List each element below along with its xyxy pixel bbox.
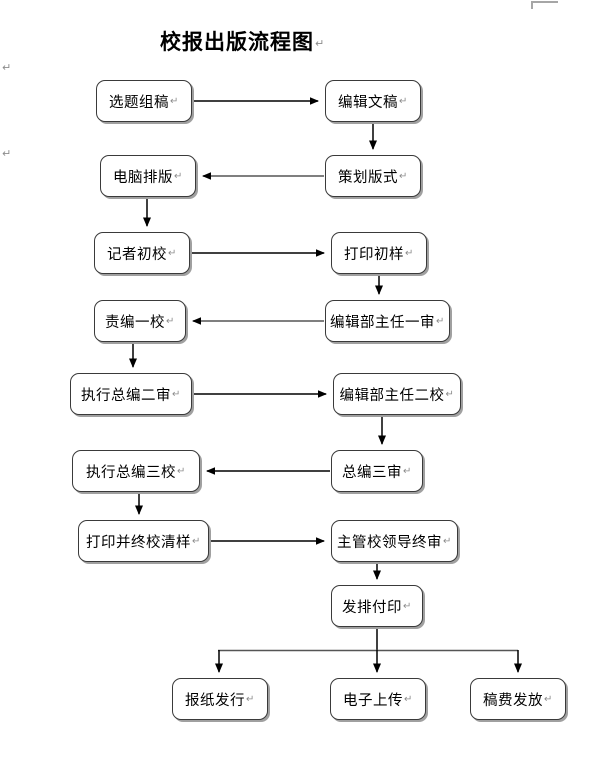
node-return-mark: ↵ [166, 315, 175, 327]
page-title: 校报出版流程图↵ [160, 26, 325, 56]
node-baozhi-faxing[interactable]: 报纸发行↵ [172, 678, 268, 720]
node-return-mark: ↵ [192, 535, 201, 547]
node-zhixing-zongbian-sanjiao[interactable]: 执行总编三校↵ [72, 450, 200, 492]
node-label: 总编三审 [342, 464, 403, 481]
node-return-mark: ↵ [172, 388, 181, 400]
node-jizhe-chujiao[interactable]: 记者初校↵ [94, 232, 190, 274]
node-label: 电脑排版 [113, 169, 174, 186]
margin-pilcrow-2: ↵ [2, 147, 12, 160]
node-label: 发排付印 [342, 599, 403, 616]
node-zhuguan-xiaolingdao-zhongshen[interactable]: 主管校领导终审↵ [331, 520, 458, 562]
node-label: 执行总编二审 [81, 387, 172, 404]
node-label: 报纸发行 [185, 692, 246, 709]
node-xuanti-zugao[interactable]: 选题组稿↵ [96, 80, 192, 122]
node-return-mark: ↵ [399, 95, 408, 107]
node-zebian-yijiao[interactable]: 责编一校↵ [94, 300, 186, 342]
node-dianzi-shangchuan[interactable]: 电子上传↵ [330, 678, 426, 720]
node-label: 责编一校 [105, 314, 166, 331]
node-return-mark: ↵ [174, 170, 183, 182]
node-cehua-banshi[interactable]: 策划版式↵ [325, 155, 421, 197]
node-dayin-bing-zhongjiao-qingyang[interactable]: 打印并终校清样↵ [78, 520, 209, 562]
page-corner-mark [531, 1, 558, 9]
node-return-mark: ↵ [403, 465, 412, 477]
node-bianjibu-zhuren-yishen[interactable]: 编辑部主任一审↵ [325, 300, 450, 342]
node-label: 电子上传 [343, 692, 404, 709]
node-return-mark: ↵ [404, 693, 413, 705]
node-zongbian-sanshen[interactable]: 总编三审↵ [331, 450, 423, 492]
node-return-mark: ↵ [399, 170, 408, 182]
node-return-mark: ↵ [436, 315, 445, 327]
node-return-mark: ↵ [544, 693, 553, 705]
node-label: 执行总编三校 [86, 464, 177, 481]
node-label: 编辑部主任一审 [330, 314, 436, 331]
node-label: 稿费发放 [483, 692, 544, 709]
page-title-text: 校报出版流程图 [160, 29, 314, 54]
node-bianji-wengao[interactable]: 编辑文稿↵ [325, 80, 421, 122]
node-label: 策划版式 [338, 169, 399, 186]
node-return-mark: ↵ [405, 247, 414, 259]
node-label: 编辑部主任二校 [339, 387, 445, 404]
node-return-mark: ↵ [170, 95, 179, 107]
node-label: 打印并终校清样 [86, 534, 192, 551]
node-return-mark: ↵ [168, 247, 177, 259]
node-return-mark: ↵ [445, 388, 455, 400]
node-return-mark: ↵ [246, 693, 255, 705]
node-label: 打印初样 [344, 246, 405, 263]
node-label: 主管校领导终审 [337, 534, 443, 551]
node-gaofei-fafang[interactable]: 稿费发放↵ [470, 678, 566, 720]
node-return-mark: ↵ [443, 535, 452, 547]
node-dayin-chuyang[interactable]: 打印初样↵ [331, 232, 427, 274]
node-bianjibu-zhuren-erjiao[interactable]: 编辑部主任二校↵ [333, 373, 461, 415]
node-label: 选题组稿 [109, 94, 170, 111]
node-return-mark: ↵ [177, 465, 186, 477]
margin-pilcrow-1: ↵ [2, 61, 12, 74]
node-fapai-fuyin[interactable]: 发排付印↵ [331, 585, 423, 627]
node-label: 编辑文稿 [338, 94, 399, 111]
title-return-mark: ↵ [315, 37, 326, 50]
node-zhixing-zongbian-ershen[interactable]: 执行总编二审↵ [70, 373, 192, 415]
node-diannao-paiban[interactable]: 电脑排版↵ [100, 155, 196, 197]
node-label: 记者初校 [107, 246, 168, 263]
node-return-mark: ↵ [403, 600, 412, 612]
